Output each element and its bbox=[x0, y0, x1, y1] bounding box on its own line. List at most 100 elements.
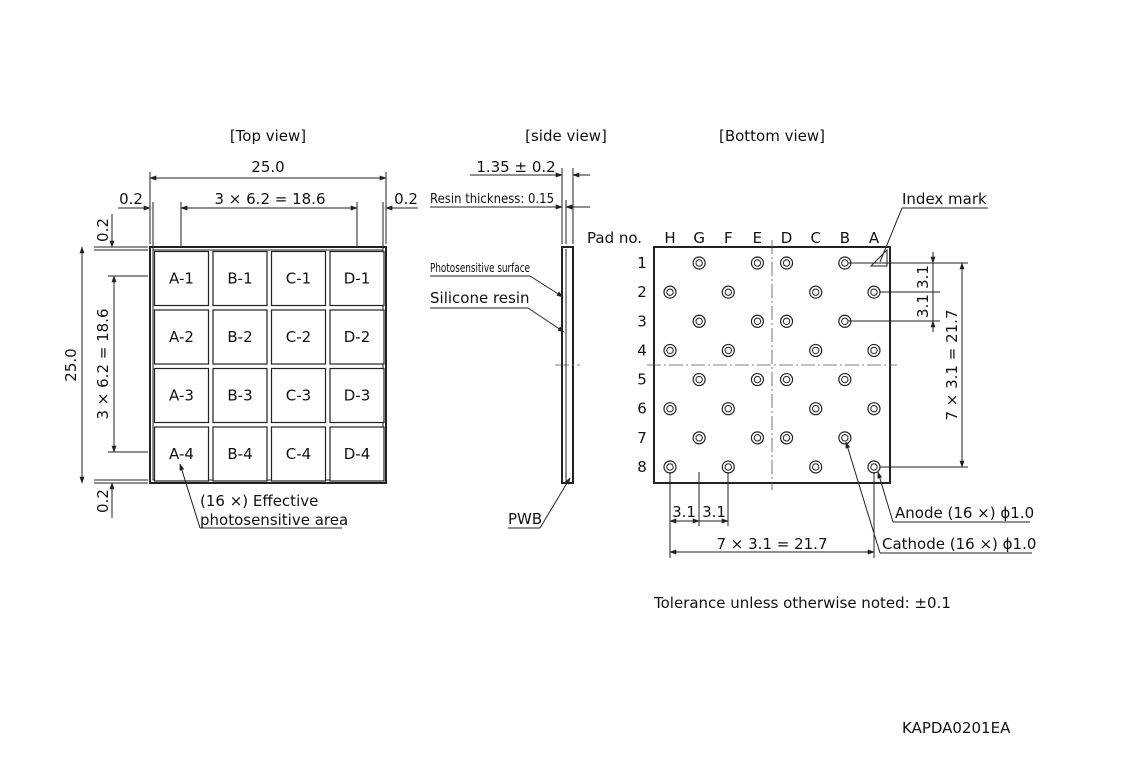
pad-row-label: 1 bbox=[637, 254, 647, 272]
element-cell-c-4 bbox=[270, 426, 327, 482]
pad-column-label: B bbox=[840, 229, 850, 247]
dim-side-thickness: 1.35 ± 0.2 bbox=[476, 158, 555, 176]
pad-row-label: 4 bbox=[637, 341, 647, 359]
pad bbox=[692, 431, 706, 445]
photosensitive-surface-label: Photosensitive surface bbox=[430, 261, 530, 275]
element-label: A-2 bbox=[169, 328, 194, 346]
pwb-label: PWB bbox=[508, 510, 542, 528]
element-cell-a-3 bbox=[153, 367, 210, 424]
pad-row-label: 7 bbox=[637, 429, 647, 447]
dim-bottom-pitch-h-b: 3.1 bbox=[702, 503, 726, 521]
index-mark-label: Index mark bbox=[902, 190, 987, 208]
dim-bottom-pitch-b: 3.1 bbox=[914, 294, 932, 318]
dim-bottom-pitch-a: 3.1 bbox=[914, 265, 932, 289]
element-label: C-4 bbox=[286, 445, 311, 463]
pad bbox=[663, 285, 677, 299]
element-label: B-3 bbox=[227, 387, 252, 405]
index-mark-icon bbox=[869, 248, 888, 267]
element-label: B-1 bbox=[227, 270, 252, 288]
pad-column-label: E bbox=[753, 229, 762, 247]
pad bbox=[779, 314, 794, 328]
pad bbox=[809, 460, 823, 474]
dim-top-margin-bottom: 0.2 bbox=[94, 489, 112, 513]
resin-thickness-label: Resin thickness: 0.15 bbox=[430, 192, 554, 207]
pad bbox=[867, 343, 881, 358]
element-cell-a-1 bbox=[153, 250, 210, 307]
element-cell-d-2 bbox=[329, 309, 385, 365]
pad-column-label: F bbox=[724, 229, 733, 247]
pad-row-label: 6 bbox=[637, 400, 647, 418]
effective-area-label-2: photosensitive area bbox=[200, 511, 348, 529]
top-view-outline bbox=[149, 246, 387, 484]
pad-column-label: C bbox=[810, 229, 820, 247]
pad bbox=[721, 285, 735, 299]
pad-column-label: G bbox=[693, 229, 705, 247]
element-cell-b-4 bbox=[212, 426, 268, 482]
element-label: D-4 bbox=[344, 445, 371, 463]
pad bbox=[721, 402, 735, 416]
pad bbox=[692, 314, 706, 328]
dim-top-width: 25.0 bbox=[251, 158, 284, 176]
pad bbox=[779, 431, 794, 445]
pad bbox=[721, 343, 735, 358]
element-label: D-1 bbox=[344, 270, 371, 288]
pad bbox=[867, 402, 881, 416]
effective-area-label-1: (16 ×) Effective bbox=[200, 492, 318, 510]
pad bbox=[750, 431, 765, 445]
element-cell-d-4 bbox=[329, 426, 385, 482]
pad bbox=[867, 285, 881, 299]
pad bbox=[838, 256, 852, 270]
element-label: A-1 bbox=[169, 270, 194, 288]
pad bbox=[779, 256, 794, 270]
pad bbox=[838, 314, 852, 328]
pad-column-label: D bbox=[781, 229, 793, 247]
dim-top-pitch-h: 3 × 6.2 = 18.6 bbox=[214, 190, 325, 208]
tolerance-note: Tolerance unless otherwise noted: ±0.1 bbox=[653, 594, 951, 612]
top-view-title: [Top view] bbox=[230, 127, 306, 145]
pad-array bbox=[663, 256, 881, 474]
pad bbox=[692, 372, 706, 387]
element-label: C-3 bbox=[286, 387, 311, 405]
element-cell-a-2 bbox=[153, 309, 210, 365]
element-label: A-4 bbox=[169, 445, 194, 463]
element-label: C-1 bbox=[286, 270, 311, 288]
pad-row-label: 3 bbox=[637, 312, 647, 330]
element-cell-b-1 bbox=[212, 250, 268, 307]
dim-top-margin-left: 0.2 bbox=[119, 190, 143, 208]
pad bbox=[750, 256, 765, 270]
element-cell-c-2 bbox=[270, 309, 327, 365]
element-label: A-3 bbox=[169, 387, 194, 405]
dim-bottom-pitch-h-a: 3.1 bbox=[672, 503, 696, 521]
pad bbox=[750, 372, 765, 387]
silicone-resin-label: Silicone resin bbox=[430, 289, 530, 307]
element-label: D-2 bbox=[344, 328, 371, 346]
pad bbox=[750, 314, 765, 328]
cathode-label: Cathode (16 ×) ϕ1.0 bbox=[882, 535, 1036, 553]
pad bbox=[663, 460, 677, 474]
pad bbox=[838, 372, 852, 387]
element-label: B-4 bbox=[227, 445, 252, 463]
pad-column-label: H bbox=[664, 229, 675, 247]
element-cell-d-3 bbox=[329, 367, 385, 424]
pad bbox=[721, 460, 735, 474]
drawing-code: KAPDA0201EA bbox=[902, 719, 1011, 737]
element-cell-b-3 bbox=[212, 367, 268, 424]
dim-bottom-vertical: 7 × 3.1 = 21.7 bbox=[943, 309, 961, 420]
pad bbox=[809, 402, 823, 416]
anode-label: Anode (16 ×) ϕ1.0 bbox=[895, 504, 1034, 522]
pad bbox=[663, 343, 677, 358]
side-view-title: [side view] bbox=[525, 127, 607, 145]
element-cell-c-3 bbox=[270, 367, 327, 424]
pad-row-label: 8 bbox=[637, 458, 647, 476]
element-label: B-2 bbox=[227, 328, 252, 346]
pad-column-label: A bbox=[869, 229, 880, 247]
pad bbox=[838, 431, 852, 445]
pad bbox=[867, 460, 881, 474]
pad-row-label: 5 bbox=[637, 371, 647, 389]
